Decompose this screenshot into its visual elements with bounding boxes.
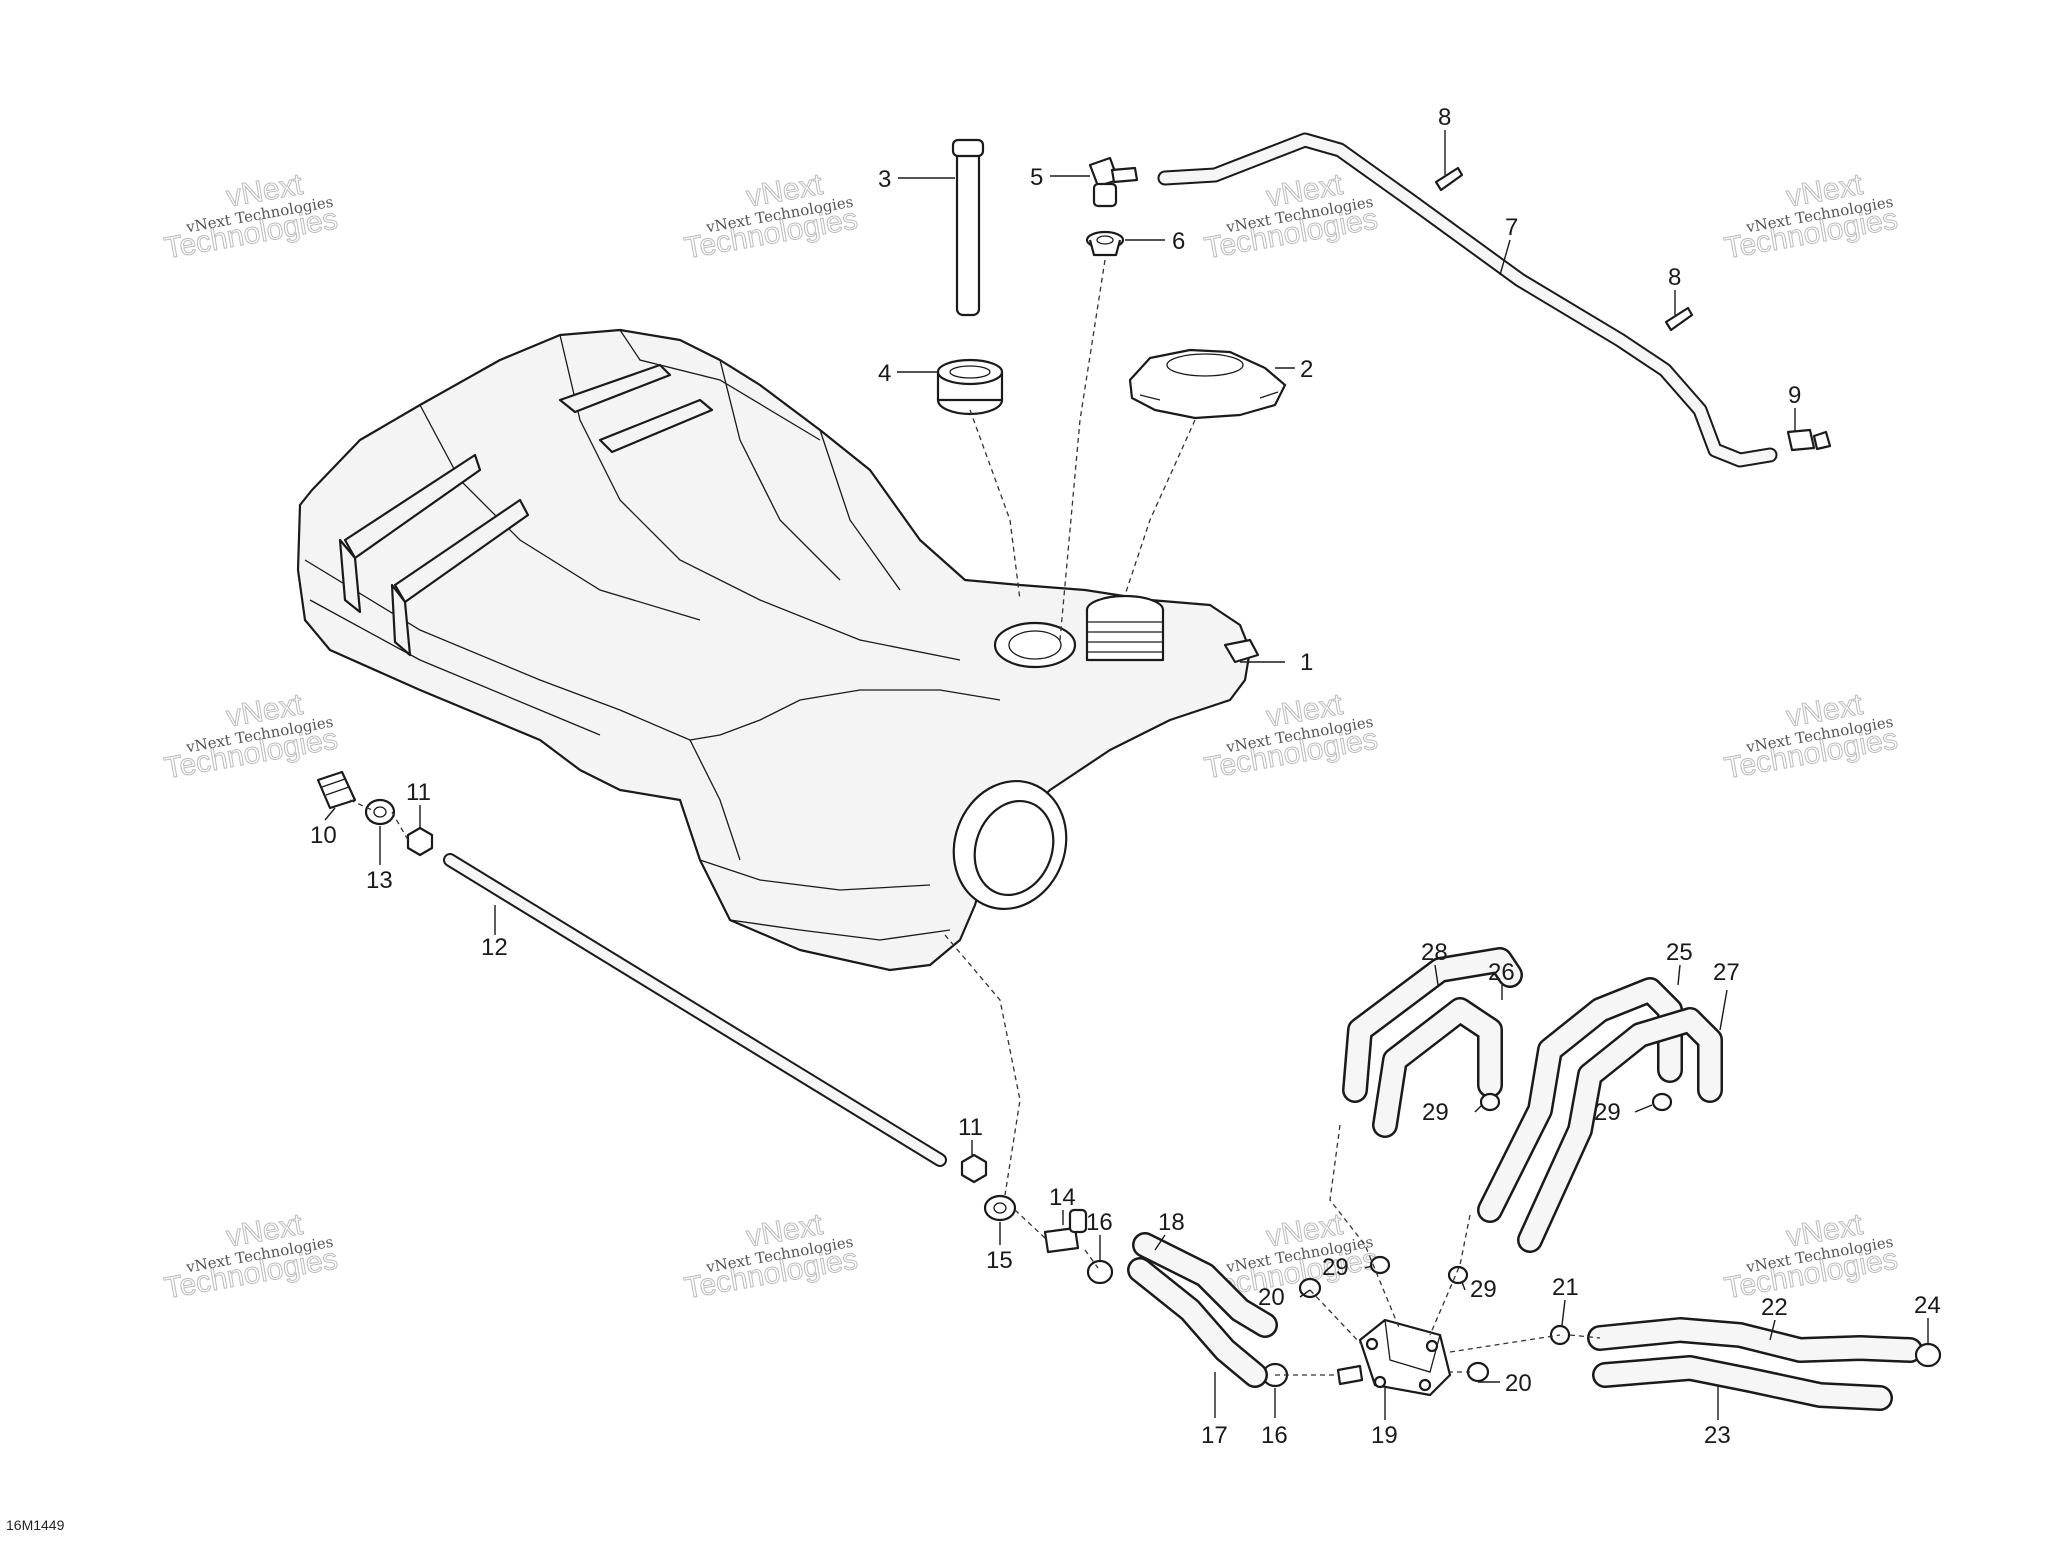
- fuel-pickup-tube: [951, 138, 985, 317]
- callout-3: 3: [878, 166, 891, 193]
- callout-7: 7: [1505, 214, 1518, 241]
- callout-20: 20: [1258, 1284, 1285, 1311]
- callout-11: 11: [958, 1114, 983, 1141]
- outlet-fitting: [1043, 1208, 1088, 1254]
- fuel-hose: [1587, 1317, 1923, 1363]
- washer: [364, 798, 396, 826]
- callout-9: 9: [1788, 382, 1801, 409]
- callout-20: 20: [1505, 1370, 1532, 1397]
- callout-29: 29: [1422, 1099, 1449, 1126]
- callout-28: 28: [1421, 939, 1448, 966]
- drain-fitting: [316, 770, 357, 810]
- washer: [983, 1194, 1017, 1222]
- callout-8: 8: [1668, 264, 1681, 291]
- callout-14: 14: [1049, 1184, 1076, 1211]
- callout-16: 16: [1086, 1209, 1113, 1236]
- nut: [960, 1153, 988, 1184]
- hose-clamp: [1914, 1342, 1942, 1368]
- hose-clip: [1664, 306, 1694, 332]
- fuel-cap: [1128, 348, 1287, 420]
- callout-4: 4: [878, 360, 891, 387]
- nut: [406, 826, 434, 857]
- callout-labels: 1 2 3 4 5 6 7 8 8 9 10 11 11 12 13 14 15…: [310, 104, 1941, 1449]
- callout-18: 18: [1158, 1209, 1185, 1236]
- callout-29: 29: [1470, 1276, 1497, 1303]
- callout-29: 29: [1594, 1099, 1621, 1126]
- fuel-hose: [1592, 1355, 1893, 1411]
- rollover-valve: [1088, 156, 1139, 208]
- fuel-hose: [1342, 947, 1523, 1103]
- callout-25: 25: [1666, 939, 1693, 966]
- callout-15: 15: [986, 1247, 1013, 1274]
- leader-lines: [324, 130, 1929, 1420]
- callout-11: 11: [406, 779, 431, 806]
- drain-tube: [443, 853, 947, 1167]
- vent-hose: [1157, 132, 1778, 468]
- hose-clamp: [1369, 1255, 1391, 1275]
- callout-17: 17: [1201, 1422, 1228, 1449]
- hose-clamp: [1479, 1092, 1501, 1112]
- fuel-tank: [296, 328, 1260, 972]
- fuel-hose: [1372, 997, 1503, 1138]
- callout-29: 29: [1322, 1254, 1349, 1281]
- callout-24: 24: [1914, 1292, 1941, 1319]
- grommet: [1466, 1361, 1490, 1383]
- grommet: [1298, 1277, 1322, 1299]
- fuel-hose: [1477, 977, 1683, 1223]
- hose-clamp: [1651, 1092, 1673, 1112]
- callout-6: 6: [1172, 228, 1185, 255]
- hose-clip: [1434, 166, 1464, 192]
- fuel-filter: [1336, 1318, 1452, 1397]
- callout-19: 19: [1371, 1422, 1398, 1449]
- callout-16: 16: [1261, 1422, 1288, 1449]
- grommet: [1085, 230, 1125, 257]
- fuel-hose: [1132, 1232, 1278, 1338]
- callout-22: 22: [1761, 1294, 1788, 1321]
- callout-1: 1: [1300, 649, 1313, 676]
- assembly-lines: [349, 259, 1601, 1376]
- retaining-ring: [936, 358, 1004, 416]
- callout-21: 21: [1552, 1274, 1579, 1301]
- check-valve: [1786, 428, 1832, 452]
- callout-8: 8: [1438, 104, 1451, 131]
- callout-10: 10: [310, 822, 337, 849]
- callout-27: 27: [1713, 959, 1740, 986]
- hose-clamp: [1086, 1259, 1114, 1285]
- callout-12: 12: [481, 934, 508, 961]
- fuel-hose: [1127, 1257, 1268, 1388]
- drawing-code: 16M1449: [6, 1517, 65, 1533]
- callout-23: 23: [1704, 1422, 1731, 1449]
- callout-13: 13: [366, 867, 393, 894]
- callout-26: 26: [1488, 959, 1515, 986]
- fuel-hose: [1517, 1007, 1723, 1253]
- callout-2: 2: [1300, 356, 1313, 383]
- callout-5: 5: [1030, 164, 1043, 191]
